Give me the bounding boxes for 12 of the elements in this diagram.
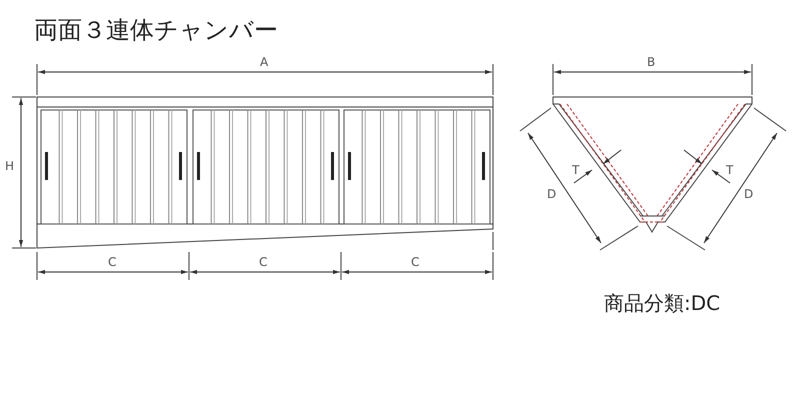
- dimension-label: A: [260, 56, 268, 68]
- dimension-label: D: [547, 188, 556, 200]
- dimension-label: C: [411, 256, 420, 268]
- dimension-label: T: [572, 164, 580, 176]
- dimension-label: B: [647, 56, 656, 68]
- dimension-label: H: [5, 160, 14, 172]
- dimension-label: T: [726, 164, 734, 176]
- product-category-text: 商品分類:DC: [604, 292, 720, 314]
- drawing-title: 両面３連体チャンバー: [34, 15, 278, 46]
- dimension-label: C: [259, 256, 268, 268]
- dimension-label: D: [744, 188, 754, 200]
- dimension-label: C: [108, 256, 116, 268]
